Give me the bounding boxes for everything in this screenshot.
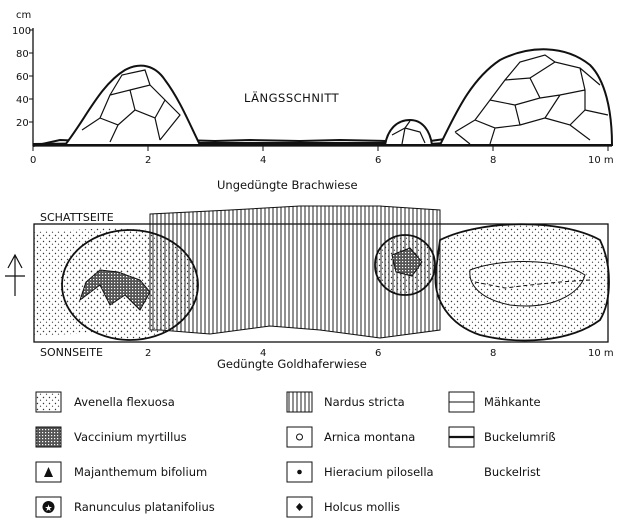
legend-item-maehkante: Mähkante <box>449 392 541 412</box>
hump-middle <box>385 120 432 145</box>
legend-item-arnica: Arnica montana <box>287 427 415 447</box>
open-circle-icon <box>297 434 303 440</box>
legend-label-holcus: Holcus mollis <box>324 500 400 514</box>
profile-x-tick-6: 6 <box>375 155 381 166</box>
legend-item-majanthemum: Majanthemum bifolium <box>36 462 207 482</box>
dot-icon <box>297 470 302 475</box>
legend-label-buckelumriss: Buckelumriß <box>484 430 556 444</box>
profile-x-tick-8: 8 <box>490 155 496 166</box>
legend: Avenella flexuosa Vaccinium myrtillus Ma… <box>36 392 556 517</box>
profile-unit-label: cm <box>16 10 31 21</box>
profile-x-tick-10: 10 m <box>588 155 614 166</box>
map-section: SCHATTSEITE SONNSEITE <box>5 206 614 371</box>
legend-label-hieracium: Hieracium pilosella <box>324 465 434 479</box>
map-x-tick-8: 8 <box>490 348 496 359</box>
map-x-tick-2: 2 <box>145 348 151 359</box>
map-caption: Gedüngte Goldhaferwiese <box>217 357 367 371</box>
svg-text:★: ★ <box>45 504 53 514</box>
profile-x-tick-0: 0 <box>30 155 36 166</box>
profile-y-tick-40: 40 <box>16 95 29 106</box>
legend-item-avenella: Avenella flexuosa <box>36 392 175 412</box>
legend-label-vaccinium: Vaccinium myrtillus <box>74 430 187 444</box>
profile-title: LÄNGSSCHNITT <box>244 90 340 105</box>
profile-x-tick-4: 4 <box>260 155 266 166</box>
hump-right-map <box>435 224 609 340</box>
legend-item-vaccinium: Vaccinium myrtillus <box>36 427 187 447</box>
profile-x-ticks: 0 2 4 6 8 10 m <box>30 146 614 166</box>
legend-item-holcus: Holcus mollis <box>287 497 400 517</box>
legend-item-ranunculus: ★ Ranunculus platanifolius <box>36 497 215 517</box>
hump-right <box>440 49 612 145</box>
map-x-ticks: 2 4 6 8 10 m <box>145 348 614 359</box>
legend-label-ranunculus: Ranunculus platanifolius <box>74 500 215 514</box>
legend-label-avenella: Avenella flexuosa <box>74 395 175 409</box>
map-x-tick-10: 10 m <box>588 348 614 359</box>
profile-caption: Ungedüngte Brachwiese <box>217 178 358 192</box>
map-top-label: SCHATTSEITE <box>40 211 114 224</box>
legend-label-buckelrist: Buckelrist <box>484 465 541 479</box>
map-x-tick-6: 6 <box>375 348 381 359</box>
profile-y-tick-100: 100 <box>12 26 31 37</box>
profile-y-tick-80: 80 <box>16 49 29 60</box>
legend-label-nardus: Nardus stricta <box>324 395 405 409</box>
hump-left <box>65 66 200 145</box>
legend-item-hieracium: Hieracium pilosella <box>287 462 434 482</box>
map-bottom-label: SONNSEITE <box>40 346 103 359</box>
legend-item-nardus: Nardus stricta <box>287 392 405 412</box>
profile-y-tick-20: 20 <box>16 118 29 129</box>
legend-item-buckelumriss: Buckelumriß <box>449 427 556 447</box>
north-arrow-icon <box>5 255 25 296</box>
profile-y-ticks: 100 80 60 40 20 <box>12 26 33 129</box>
hump-left-map <box>62 230 198 340</box>
profile-y-tick-60: 60 <box>16 72 29 83</box>
legend-label-maehkante: Mähkante <box>484 395 541 409</box>
profile-section: cm 100 80 60 40 20 0 2 4 6 8 <box>12 10 614 192</box>
profile-x-tick-2: 2 <box>145 155 151 166</box>
legend-label-majanthemum: Majanthemum bifolium <box>74 465 207 479</box>
hump-middle-map <box>375 235 435 295</box>
legend-label-arnica: Arnica montana <box>324 430 415 444</box>
